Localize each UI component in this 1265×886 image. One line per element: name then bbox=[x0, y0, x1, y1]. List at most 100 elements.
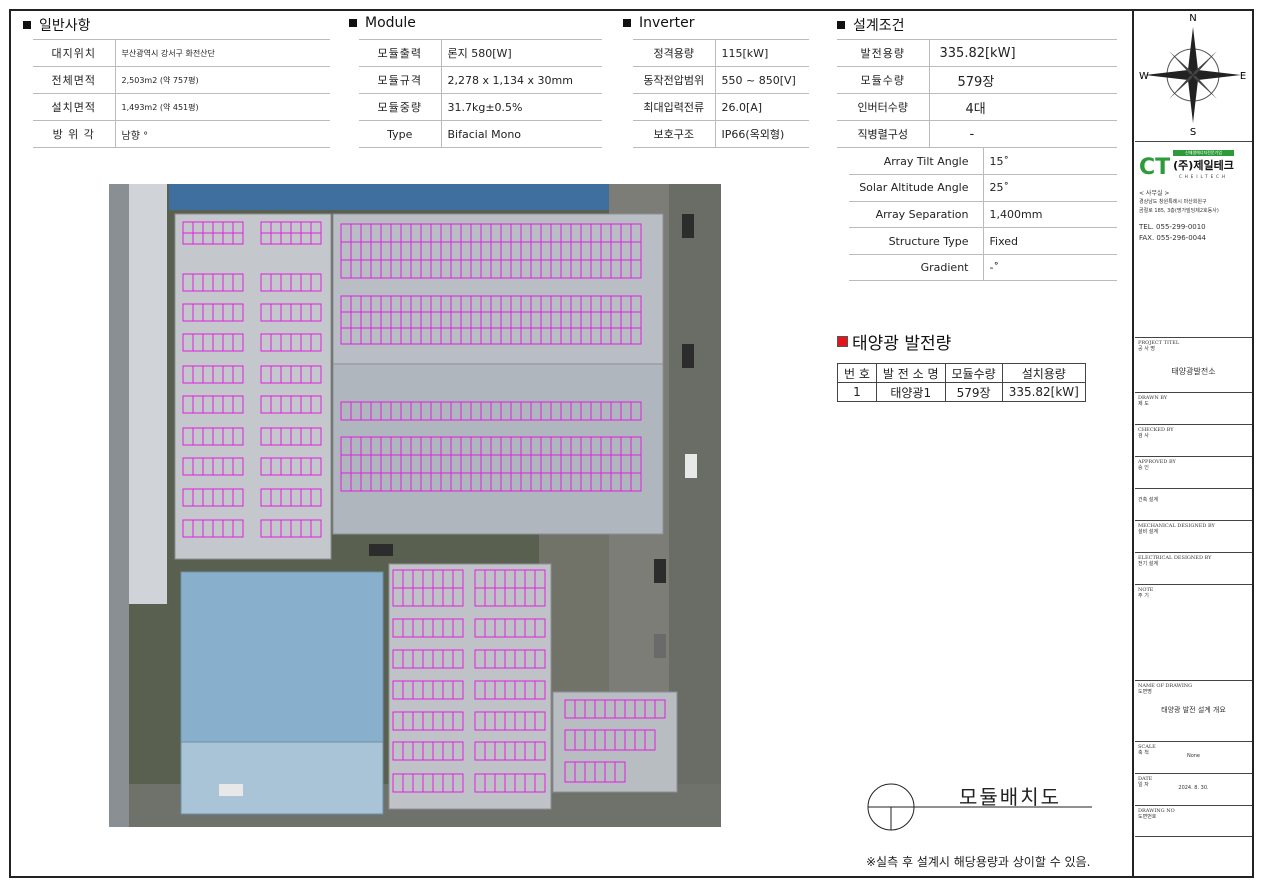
conditions-value: -˚ bbox=[983, 254, 1117, 282]
table-row: 직병렬구성- bbox=[837, 120, 1117, 148]
bullet-square-icon bbox=[349, 19, 357, 27]
conditions-value: 25˚ bbox=[983, 174, 1117, 202]
mech-label: MECHANICAL DESIGNED BY bbox=[1138, 523, 1215, 529]
elec-label: ELECTRICAL DESIGNED BY bbox=[1138, 555, 1212, 561]
conditions-value: Fixed bbox=[983, 227, 1117, 255]
compass: N S E W bbox=[1135, 11, 1252, 141]
elec-label-kr: 전기 설계 bbox=[1138, 561, 1158, 567]
solar-module bbox=[452, 741, 464, 761]
date-label-kr: 일 자 bbox=[1138, 782, 1149, 788]
gen-cell: 1 bbox=[837, 382, 877, 402]
solar-module bbox=[232, 427, 244, 446]
drawing-label: 모듈배치도 bbox=[959, 785, 1061, 809]
project-label: PROJECT TITEL bbox=[1138, 340, 1180, 346]
solar-module bbox=[630, 259, 642, 279]
bullet-square-icon bbox=[837, 21, 845, 29]
conditions-key: 모듈수량 bbox=[837, 66, 930, 94]
logo-ct: CT bbox=[1139, 155, 1171, 180]
approved-label-kr: 승 인 bbox=[1138, 465, 1149, 471]
gen-header: 발 전 소 명 bbox=[875, 363, 946, 383]
solar-module bbox=[452, 587, 464, 607]
solar-module bbox=[310, 395, 322, 414]
dwgno-label-kr: 도면번호 bbox=[1138, 814, 1157, 820]
bullet-square-icon bbox=[623, 19, 631, 27]
name-label: NAME OF DRAWING bbox=[1138, 683, 1193, 689]
solar-module bbox=[310, 333, 322, 352]
solar-module bbox=[310, 488, 322, 507]
general-value: 남향 ° bbox=[115, 120, 330, 148]
module-title: Module bbox=[365, 15, 416, 31]
compass-e: E bbox=[1240, 71, 1246, 82]
table-row: 1 태양광1 579장 335.82[kW] bbox=[837, 382, 1086, 402]
conditions-key: Array Separation bbox=[849, 201, 984, 229]
gen-cell: 335.82[kW] bbox=[1001, 382, 1086, 402]
address-line1: 경상남도 창원특례시 마산회원구 bbox=[1139, 199, 1207, 205]
solar-module bbox=[310, 303, 322, 322]
inverter-value: 115[kW] bbox=[715, 39, 809, 67]
aerial-site-svg bbox=[109, 184, 721, 827]
solar-module bbox=[452, 680, 464, 700]
inverter-key: 정격용량 bbox=[633, 39, 716, 67]
module-value: Bifacial Mono bbox=[441, 120, 602, 148]
name-label-kr: 도면명 bbox=[1138, 689, 1152, 695]
scale-value: None bbox=[1186, 753, 1201, 759]
address-line2: 곰절로 185, 3층(명가빌딩제2호동사) bbox=[1139, 208, 1219, 214]
compass-w: W bbox=[1139, 71, 1149, 82]
company-logo: CT 신재생에너지전문기업 (주)제일테크 CHEILTECH bbox=[1139, 150, 1248, 179]
fax: FAX. 055-296-0044 bbox=[1139, 234, 1207, 242]
generation-title: 태양광 발전량 bbox=[852, 334, 952, 354]
solar-module bbox=[452, 711, 464, 731]
conditions-value: 4대 bbox=[929, 93, 1117, 121]
conditions-title: 설계조건 bbox=[853, 18, 905, 34]
conditions-key: 직병렬구성 bbox=[837, 120, 930, 148]
module-section-title: Module bbox=[349, 15, 416, 31]
red-square-icon bbox=[837, 336, 848, 347]
solar-module bbox=[232, 519, 244, 538]
solar-module bbox=[654, 699, 666, 719]
solar-module bbox=[452, 773, 464, 793]
conditions-key: Gradient bbox=[849, 254, 984, 282]
solar-module bbox=[534, 711, 546, 731]
conditions-key: Structure Type bbox=[849, 227, 984, 255]
solar-module bbox=[614, 761, 626, 783]
module-value: 론지 580[W] bbox=[441, 39, 602, 67]
design-note: ※실측 후 설계시 해당용량과 상이할 수 있음. bbox=[866, 855, 1091, 869]
title-block: N S E W CT 신재생에너지전문기업 (주)제일테크 CHEILTECH … bbox=[1135, 11, 1252, 876]
date-label: DATE bbox=[1138, 776, 1153, 782]
solar-module bbox=[232, 488, 244, 507]
inverter-key: 동작전압범위 bbox=[633, 66, 716, 94]
inverter-key: 보호구조 bbox=[633, 120, 716, 148]
solar-module bbox=[452, 649, 464, 669]
general-key: 대지위치 bbox=[33, 39, 116, 67]
checked-label: CHECKED BY bbox=[1138, 427, 1174, 433]
aerial-site-plan bbox=[109, 184, 721, 827]
drawing-label-symbol bbox=[867, 783, 1092, 831]
scale-label: SCALE bbox=[1138, 744, 1156, 750]
conditions-key: 인버터수량 bbox=[837, 93, 930, 121]
gen-cell: 579장 bbox=[944, 382, 1003, 402]
conditions-key: Array Tilt Angle bbox=[849, 148, 984, 176]
module-key: 모듈규격 bbox=[359, 66, 442, 94]
conditions-value: - bbox=[929, 120, 1117, 148]
table-header-row: 번 호 발 전 소 명 모듈수량 설치용량 bbox=[837, 363, 1086, 383]
solar-module bbox=[644, 729, 656, 751]
gen-header: 설치용량 bbox=[1001, 363, 1086, 383]
solar-module bbox=[232, 273, 244, 292]
approved-label: APPROVED BY bbox=[1138, 459, 1176, 465]
